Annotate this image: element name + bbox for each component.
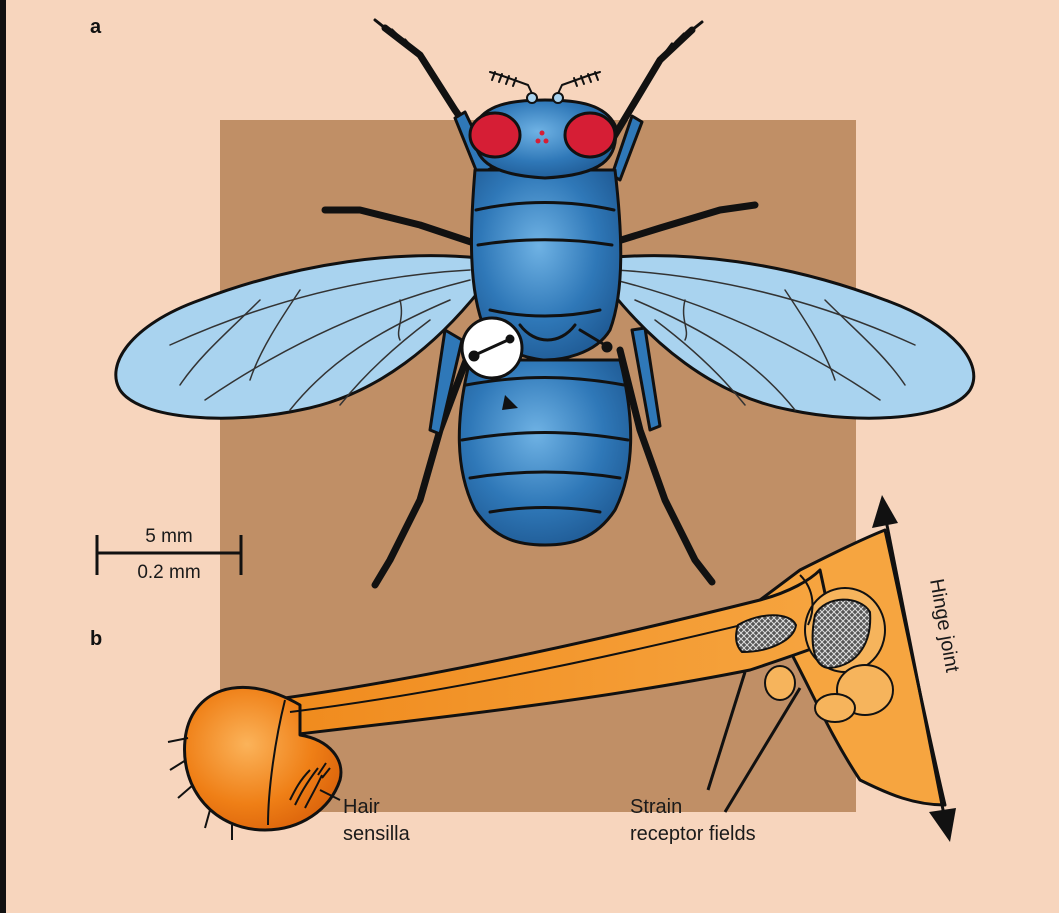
scale-bar-top-label: 5 mm [145, 526, 193, 547]
hair-sensilla-label-line2: sensilla [343, 823, 411, 845]
strain-label-line1: Strain [630, 796, 682, 818]
strain-label-line2: receptor fields [630, 823, 756, 845]
scale-bar-bottom-label: 0.2 mm [137, 562, 200, 583]
left-eye [470, 113, 520, 157]
fly-abdomen [459, 360, 630, 545]
hair-sensilla-label-line1: Hair [343, 796, 380, 818]
panel-letter-b: b [90, 628, 102, 650]
panel-letter-a: a [90, 16, 102, 38]
left-edge-strip [0, 0, 6, 913]
right-eye [565, 113, 615, 157]
